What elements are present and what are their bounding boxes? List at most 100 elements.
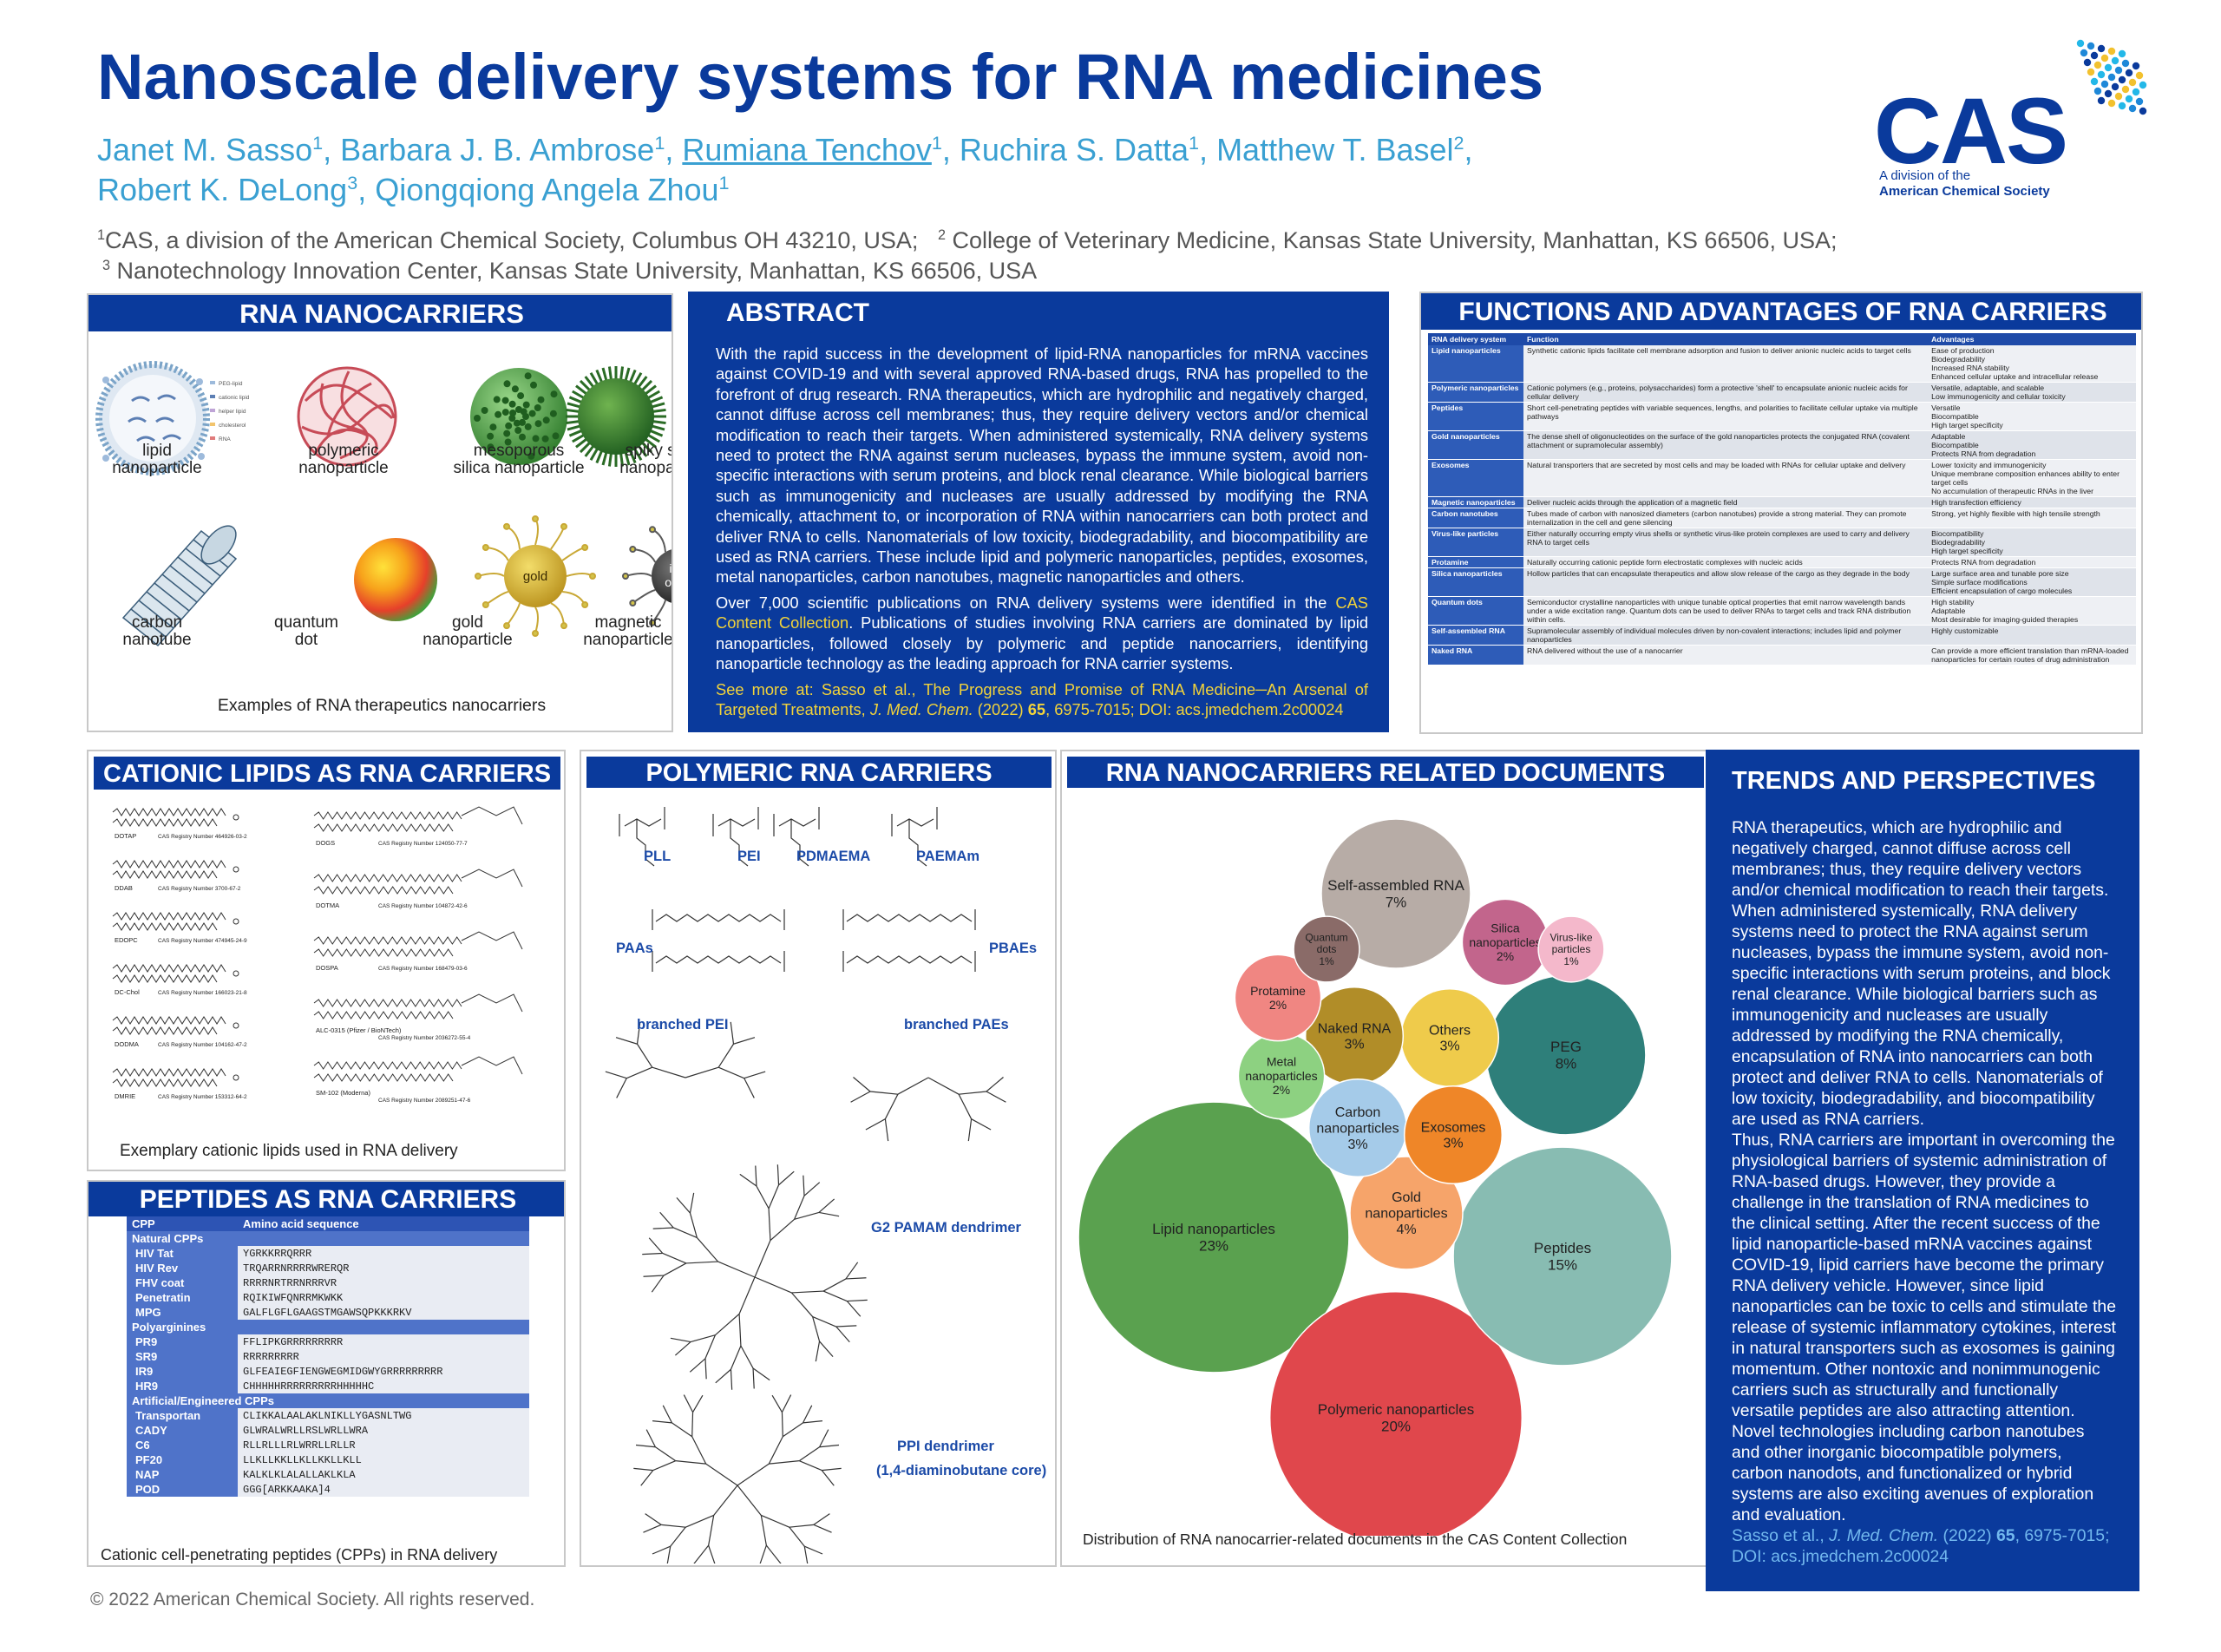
authors-line-2: Robert K. DeLong3, Qiongqiong Angela Zho… — [97, 172, 730, 208]
abstract-p2: Over 7,000 scientific publications on RN… — [716, 593, 1368, 673]
author-affiliation-sup: 1 — [931, 132, 942, 154]
bubble-label: Others — [1429, 1023, 1471, 1038]
nanocarriers-caption: Examples of RNA therapeutics nanocarrier… — [217, 696, 547, 715]
bubble-value: 2% — [1497, 949, 1514, 963]
author-separator: , — [1464, 132, 1473, 167]
label-pll: PLL — [644, 849, 672, 864]
label-branched-pei: branched PEI — [637, 1017, 729, 1032]
trends-panel: TRENDS AND PERSPECTIVES RNA therapeutics… — [1706, 750, 2139, 1591]
bubble-label: Peptides — [1534, 1240, 1591, 1256]
lipid-name: DOTAP — [115, 832, 136, 840]
lipid-registry: CAS Registry Number 2036272-55-4 — [378, 1035, 471, 1041]
lipid-name: DOGS — [316, 839, 335, 847]
lipid-name: EDOPC — [115, 936, 138, 944]
trends-p2: Thus, RNA carriers are important in over… — [1732, 1131, 2117, 1524]
bubble-label: Metal — [1267, 1055, 1296, 1069]
functions-panel: FUNCTIONS AND ADVANTAGES OF RNA CARRIERS… — [1419, 292, 2143, 734]
author-name: Matthew T. Basel — [1216, 132, 1454, 167]
bubble-value: 4% — [1396, 1223, 1416, 1237]
cas-logo: CAS A division of the American Chemical … — [1874, 35, 2152, 208]
abstract-reference[interactable]: See more at: Sasso et al., The Progress … — [716, 679, 1368, 718]
nanocarriers-illustrations: PEG-lipid cationic lipid helper lipid ch… — [95, 361, 672, 647]
label-paemam: PAEMAm — [916, 849, 980, 864]
author-separator: , — [1199, 132, 1217, 167]
bubble-label: Carbon — [1335, 1105, 1380, 1120]
cas-content-collection-link[interactable]: CAS Content Collection — [716, 593, 1368, 633]
author-name: Ruchira S. Datta — [959, 132, 1189, 167]
author-name: Rumiana Tenchov — [682, 132, 932, 167]
author-name: Barbara J. B. Ambrose — [340, 132, 655, 167]
lipid-name: DC-Chol — [115, 988, 140, 996]
peptides-caption: Cationic cell-penetrating peptides (CPPs… — [101, 1546, 498, 1564]
trends-reference[interactable]: Sasso et al., J. Med. Chem. (2022) 65, 6… — [1732, 1526, 2110, 1566]
bubble-value: 1% — [1563, 955, 1579, 967]
cas-logo-sub1: A division of the — [1879, 168, 1971, 183]
bubble-label: particles — [1552, 943, 1591, 955]
bubble-label: nanoparticles — [1245, 1069, 1317, 1083]
author-name: Janet M. Sasso — [97, 132, 313, 167]
lipid-registry: CAS Registry Number 474945-24-9 — [158, 938, 247, 944]
abstract-p1: With the rapid success in the developmen… — [716, 344, 1368, 587]
mesoporous-silica-icon — [470, 368, 567, 465]
lipid-registry: CAS Registry Number 3700-67-2 — [158, 886, 241, 892]
bubble-label: Gold — [1392, 1190, 1421, 1205]
trends-header: TRENDS AND PERSPECTIVES — [1732, 767, 2096, 795]
bubble-value: 3% — [1439, 1039, 1459, 1054]
author-separator: , — [941, 132, 960, 167]
affiliations-line-2: 3 Nanotechnology Innovation Center, Kans… — [102, 258, 1038, 284]
lipid-name: DOTMA — [316, 901, 339, 909]
lipid-registry: CAS Registry Number 104872-42-6 — [378, 903, 468, 909]
cas-logo-sub2: American Chemical Society — [1879, 184, 2050, 199]
lipid-name: DDAB — [115, 884, 133, 892]
bubble-label: nanoparticles — [1316, 1121, 1399, 1136]
peptides-header: PEPTIDES AS RNA CARRIERS — [88, 1182, 564, 1216]
bubble-value: 23% — [1199, 1238, 1228, 1255]
abstract-header: ABSTRACT — [726, 298, 869, 327]
bubble-label: dots — [1317, 943, 1337, 955]
lipid-nanoparticle-icon: PEG-lipid cationic lipid helper lipid ch… — [95, 361, 250, 475]
lipid-name: DOSPA — [316, 964, 338, 972]
cationic-caption: Exemplary cationic lipids used in RNA de… — [120, 1142, 458, 1160]
lipid-registry: CAS Registry Number 464926-03-2 — [158, 834, 247, 840]
authors-line-1: Janet M. Sasso1, Barbara J. B. Ambrose1,… — [97, 132, 1473, 168]
documents-header: RNA NANOCARRIERS RELATED DOCUMENTS — [1067, 757, 1704, 788]
bubble-value: 1% — [1319, 955, 1334, 967]
quantum-dot-icon — [354, 538, 437, 621]
bubble-value: 7% — [1386, 895, 1407, 911]
poster-title: Nanoscale delivery systems for RNA medic… — [97, 41, 1544, 113]
legend-peg: PEG-lipid — [219, 381, 243, 387]
bubble-value: 3% — [1344, 1038, 1364, 1052]
author-separator: , — [665, 132, 683, 167]
label-ppi: PPI dendrimer — [897, 1439, 994, 1454]
cas-logo-text: CAS — [1874, 78, 2068, 183]
peptide-group-row: Polyarginines — [127, 1320, 529, 1334]
bubble-label: Lipid nanoparticles — [1152, 1221, 1275, 1237]
spiky-silica-icon — [566, 366, 666, 467]
